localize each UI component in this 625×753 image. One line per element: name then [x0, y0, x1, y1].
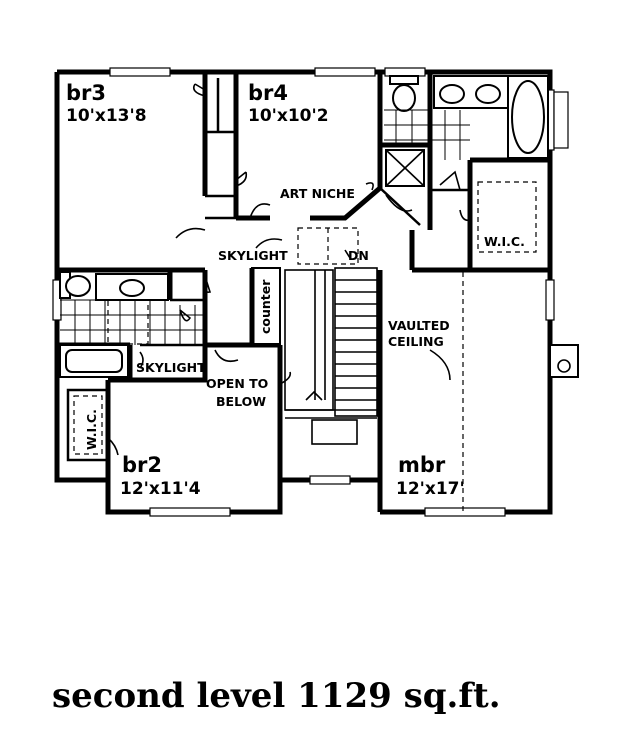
br3-dims: 10'x13'8 — [66, 106, 147, 126]
floor-caption: second level 1129 sq.ft. — [52, 676, 501, 716]
toilet-tank — [389, 75, 419, 85]
art-niche-label: ART NICHE — [280, 186, 355, 201]
doors — [107, 83, 471, 456]
counter — [251, 267, 281, 345]
wic-br2-label: W.I.C. — [84, 409, 99, 450]
toilet-hall — [65, 275, 91, 297]
fixtures — [59, 75, 549, 378]
dn-label: DN — [348, 248, 369, 263]
br2-name: br2 — [122, 453, 162, 477]
below-label: BELOW — [216, 394, 266, 409]
open-to-label: OPEN TO — [206, 376, 268, 391]
skylight-bath-label: SKYLIGHT — [136, 360, 206, 375]
br2-dims: 12'x11'4 — [120, 479, 201, 499]
interior-walls — [57, 72, 550, 462]
counter-label: counter — [258, 279, 273, 334]
br4-name: br4 — [248, 81, 288, 105]
bath-skylight — [107, 299, 149, 345]
skylight-hall-label: SKYLIGHT — [218, 248, 288, 263]
ceiling-label: CEILING — [388, 334, 444, 349]
mbr-dims: 12'x17' — [396, 479, 465, 499]
windows — [52, 67, 569, 517]
stairs — [284, 267, 378, 445]
br3-name: br3 — [66, 81, 106, 105]
vaulted-label: VAULTED — [388, 318, 450, 333]
br4-dims: 10'x10'2 — [248, 106, 329, 126]
toilet — [392, 84, 416, 112]
wic-master-label: W.I.C. — [484, 234, 525, 249]
leaders — [139, 182, 451, 385]
mbr-name: mbr — [398, 453, 446, 477]
